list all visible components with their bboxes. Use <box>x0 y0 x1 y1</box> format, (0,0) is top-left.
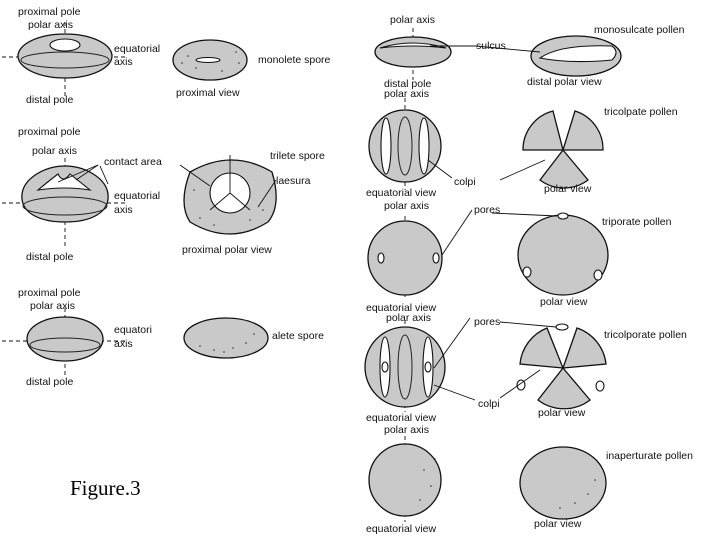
label-contact-area: contact area <box>104 156 162 168</box>
pore-right <box>424 361 432 373</box>
pore-right <box>432 252 440 264</box>
pore-left <box>516 379 526 391</box>
label-polar-axis: polar axis <box>30 300 75 312</box>
pore-top <box>555 323 569 331</box>
label-polar-view: polar view <box>540 296 588 308</box>
label-sulcus: sulcus <box>476 40 506 52</box>
laesura-lines <box>209 155 251 211</box>
label-colpi: colpi <box>478 398 500 410</box>
pore-right <box>595 380 605 392</box>
monolete-spore-proximal-view <box>172 39 248 81</box>
triporate-pollen-polar-view <box>517 212 609 296</box>
label-distal-pole: distal pole <box>26 94 74 106</box>
label-equatorial-view: equatorial view <box>366 523 437 535</box>
label-distal-pole: distal pole <box>26 251 74 263</box>
label-proximal-polar-view: proximal polar view <box>182 244 272 256</box>
label-polar-axis: polar axis <box>32 145 77 157</box>
alete-spore-surface-view <box>183 317 269 359</box>
tricolporate-pollen-equatorial-view <box>364 320 446 412</box>
label-proximal-pole: proximal pole <box>18 6 81 18</box>
label-monolete-spore: monolete spore <box>258 54 331 66</box>
pore-left <box>522 266 532 278</box>
label-alete-spore: alete spore <box>272 330 324 342</box>
label-proximal-pole: proximal pole <box>18 287 81 299</box>
label-equatorial-view: equatorial view <box>366 302 437 314</box>
alete-spore-equatorial-view <box>2 308 125 378</box>
label-equatorial: equatorial <box>114 43 161 55</box>
contact-area <box>36 173 92 191</box>
label-proximal-pole: proximal pole <box>18 126 81 138</box>
label-polar-axis: polar axis <box>384 424 429 436</box>
tricolpate-pollen-equatorial-view <box>368 98 442 190</box>
label-distal-polar-view: distal polar view <box>527 76 602 88</box>
leader-lines <box>57 45 558 401</box>
label-polar-axis: polar axis <box>28 19 73 31</box>
triporate-pollen-equatorial-view <box>367 216 443 300</box>
label-axis: axis <box>114 56 133 68</box>
label-polar-view: polar view <box>538 407 586 419</box>
label-distal-pole: distal pole <box>384 78 432 90</box>
sulcus-groove <box>379 42 447 49</box>
label-equatorial-view: equatorial view <box>366 412 437 424</box>
label-polar-axis: polar axis <box>384 200 429 212</box>
pore-left <box>381 361 389 373</box>
colpus-right <box>418 117 430 175</box>
label-pores: pores <box>474 316 501 328</box>
label-triporate-pollen: triporate pollen <box>602 216 672 228</box>
label-equatorial-view: equatorial view <box>366 187 437 199</box>
figure-caption: Figure.3 <box>70 476 141 500</box>
label-tricolporate-pollen: tricolporate pollen <box>604 329 687 341</box>
label-pores: pores <box>474 204 501 216</box>
label-proximal-view: proximal view <box>176 87 240 99</box>
label-distal-pole: distal pole <box>26 376 74 388</box>
label-laesura: laesura <box>276 175 311 187</box>
pore-right <box>593 269 603 281</box>
label-polar-view: polar view <box>544 183 592 195</box>
label-axis: axis <box>114 338 133 350</box>
label-inaperturate-pollen: inaperturate pollen <box>606 450 693 462</box>
label-equatorial: equatorial <box>114 190 161 202</box>
pore-top <box>557 212 569 220</box>
label-monosulcate-pollen: monosulcate pollen <box>594 24 685 36</box>
label-polar-view: polar view <box>534 518 582 530</box>
sulcus-opening <box>538 45 617 63</box>
laesura-slit <box>49 38 81 52</box>
surface-stippling <box>181 51 596 509</box>
trilete-spore-proximal-polar-view <box>183 155 277 235</box>
inaperturate-pollen-equatorial-view <box>368 436 442 522</box>
label-trilete-spore: trilete spore <box>270 150 325 162</box>
label-polar-axis: polar axis <box>386 312 431 324</box>
monosulcate-pollen-equatorial-view <box>374 28 452 80</box>
label-equatori: equatori <box>114 324 152 336</box>
tricolpate-pollen-polar-view <box>522 110 604 189</box>
pore-left <box>377 252 385 264</box>
monolete-spore-equatorial-view <box>2 22 125 96</box>
label-polar-axis: polar axis <box>390 14 435 26</box>
label-axis: axis <box>114 204 133 216</box>
colpus-left <box>380 117 392 175</box>
trilete-spore-equatorial-view <box>2 158 125 248</box>
monosulcate-pollen-distal-polar-view <box>530 35 622 77</box>
label-colpi: colpi <box>454 176 476 188</box>
label-polar-axis: polar axis <box>384 88 429 100</box>
tricolporate-pollen-polar-view <box>516 323 607 410</box>
label-tricolpate-pollen: tricolpate pollen <box>604 106 678 118</box>
inaperturate-pollen-polar-view <box>519 446 607 520</box>
